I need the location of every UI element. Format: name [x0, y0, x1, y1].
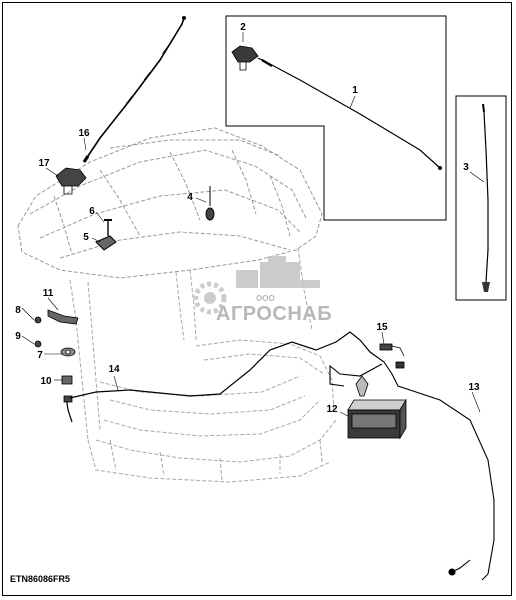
watermark-company-prefix: ООО: [256, 294, 275, 303]
callout-labels: 1 2 3 4 5 6 7 8 9 10 11 12 13 14 15 16 1…: [15, 22, 480, 415]
callout-5: 5: [83, 232, 89, 243]
fastener-parts: [34, 309, 79, 423]
callout-13: 13: [468, 382, 480, 393]
document-code: ETN86086FR5: [10, 574, 71, 584]
callout-6: 6: [89, 206, 95, 217]
callout-15: 15: [376, 322, 388, 333]
callout-2: 2: [240, 22, 246, 33]
callout-12: 12: [326, 404, 338, 415]
harness-14: [69, 331, 385, 399]
item-1-box: [225, 15, 447, 221]
cab-roof-outline: [17, 127, 323, 279]
callout-3: 3: [463, 162, 469, 173]
callout-9: 9: [15, 331, 21, 342]
fuse-lead: [379, 343, 405, 369]
item-3-box: [455, 95, 507, 301]
bracket-parts: [95, 186, 215, 251]
callout-8: 8: [15, 305, 21, 316]
antenna-mast: [82, 16, 186, 163]
callout-4: 4: [187, 192, 193, 203]
callout-17: 17: [38, 158, 50, 169]
radio-unit: [347, 375, 407, 440]
callout-11: 11: [43, 288, 54, 299]
callout-7: 7: [37, 350, 43, 361]
harness-13: [329, 361, 495, 581]
leader-lines: [21, 32, 485, 417]
callout-1: 1: [352, 85, 358, 96]
callout-14: 14: [108, 364, 120, 375]
callout-16: 16: [78, 128, 90, 139]
watermark-company-name: АГРОСНАБ: [216, 303, 333, 325]
callout-10: 10: [40, 376, 52, 387]
antenna-base: [55, 167, 87, 195]
watermark-logo: [193, 256, 320, 315]
diagram-frame: [2, 2, 512, 596]
